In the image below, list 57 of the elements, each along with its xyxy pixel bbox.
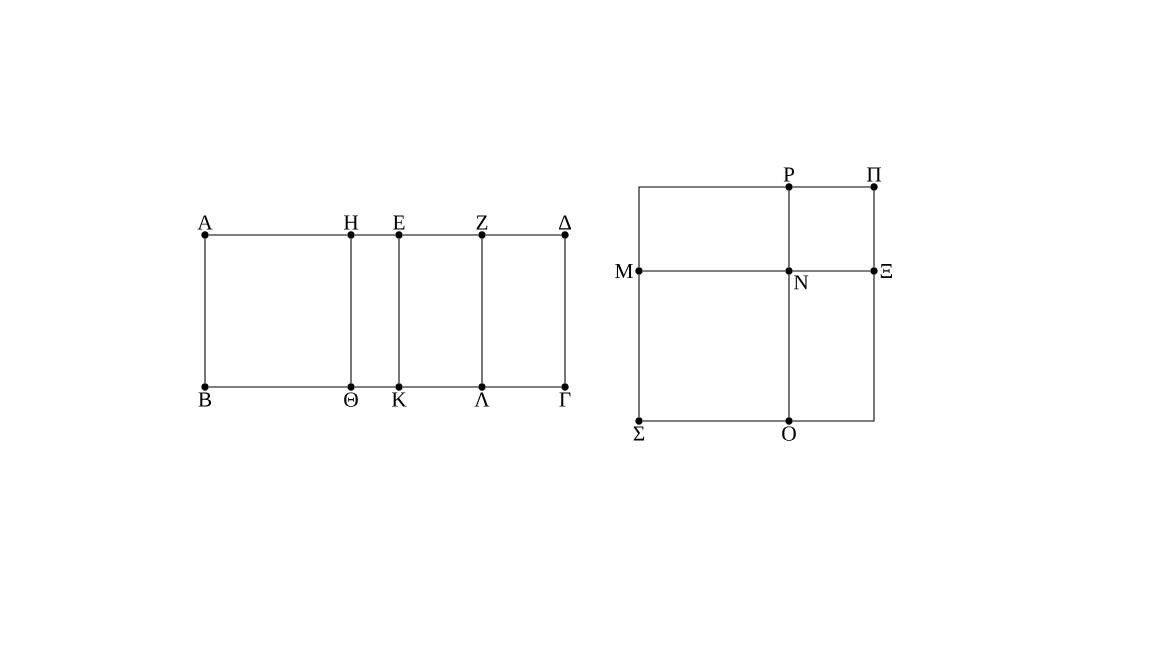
node-label: Γ bbox=[559, 392, 571, 407]
line-segment bbox=[792, 274, 875, 422]
node-label: Μ bbox=[615, 264, 633, 278]
node-label: Ε bbox=[393, 215, 405, 230]
point: Ξ bbox=[870, 264, 893, 278]
line-segment bbox=[481, 238, 483, 384]
node-label: Ζ bbox=[476, 215, 488, 230]
line-segment bbox=[642, 270, 786, 272]
node-label: Σ bbox=[633, 426, 645, 441]
line-segment bbox=[354, 386, 396, 388]
line-segment bbox=[208, 234, 348, 236]
node-label: Θ bbox=[344, 392, 358, 407]
point: Ρ bbox=[783, 167, 795, 191]
line-segment bbox=[792, 270, 871, 272]
point: Ε bbox=[393, 215, 405, 239]
line-segment bbox=[638, 186, 786, 268]
line-segment bbox=[873, 190, 875, 268]
node-label: Λ bbox=[474, 392, 490, 407]
point: Π bbox=[866, 167, 882, 191]
node-label: Α bbox=[197, 215, 213, 230]
point: Θ bbox=[344, 383, 358, 407]
line-segment bbox=[788, 190, 790, 268]
line-segment bbox=[638, 274, 640, 418]
line-segment bbox=[642, 420, 786, 422]
point: Σ bbox=[633, 417, 645, 441]
point: Η bbox=[343, 215, 359, 239]
point: Λ bbox=[474, 383, 490, 407]
point: Μ bbox=[615, 264, 643, 278]
line-segment bbox=[485, 386, 562, 388]
node-label: Ξ bbox=[880, 264, 893, 278]
line-segment bbox=[398, 238, 400, 384]
line-segment bbox=[208, 386, 348, 388]
line-segment bbox=[350, 238, 352, 384]
point: Γ bbox=[559, 383, 571, 407]
point: Δ bbox=[558, 215, 572, 239]
line-segment bbox=[204, 238, 206, 384]
line-segment bbox=[792, 186, 871, 188]
point: Α bbox=[197, 215, 213, 239]
line-segment bbox=[788, 274, 790, 418]
line-segment bbox=[485, 234, 562, 236]
node-label: Δ bbox=[558, 215, 572, 230]
node-label: Ρ bbox=[783, 167, 795, 182]
point: Κ bbox=[391, 383, 407, 407]
point: Ο bbox=[782, 417, 796, 441]
line-segment bbox=[564, 238, 566, 384]
point: Ν bbox=[785, 267, 809, 290]
point: Ζ bbox=[476, 215, 488, 239]
line-segment bbox=[402, 386, 479, 388]
line-segment bbox=[354, 234, 396, 236]
line-segment bbox=[402, 234, 479, 236]
node-label: Ν bbox=[794, 275, 809, 290]
node-label: Κ bbox=[391, 392, 407, 407]
point: Β bbox=[198, 383, 212, 407]
node-label: Π bbox=[866, 167, 882, 182]
node-label: Ο bbox=[782, 426, 796, 441]
node-label: Β bbox=[198, 392, 212, 407]
node-label: Η bbox=[343, 215, 359, 230]
